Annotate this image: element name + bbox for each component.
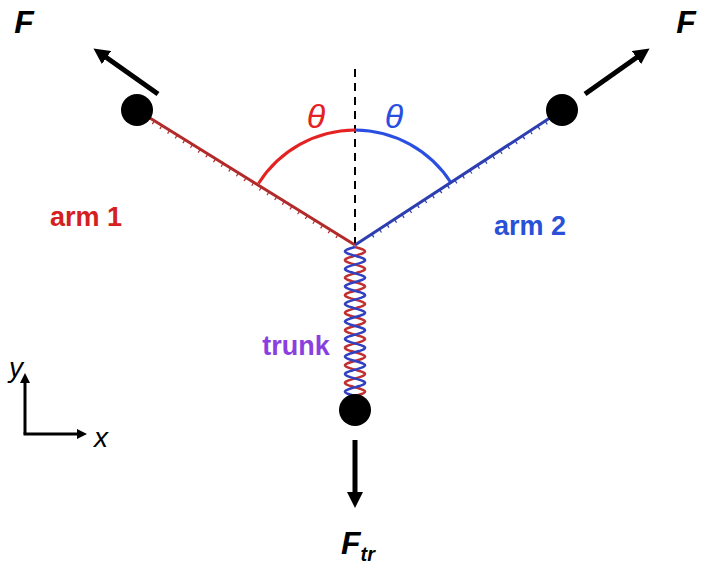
helix-strand bbox=[345, 247, 365, 396]
ruler-tick bbox=[379, 229, 381, 232]
part-label: trunk bbox=[262, 333, 330, 360]
axis-label: x bbox=[94, 424, 108, 452]
ruler-tick bbox=[160, 126, 162, 129]
ruler-tick bbox=[298, 211, 300, 214]
ruler-tick bbox=[282, 201, 284, 204]
ruler-tick bbox=[198, 149, 200, 152]
part-label: arm 2 bbox=[494, 213, 566, 240]
ruler-tick bbox=[440, 190, 442, 193]
ruler-tick bbox=[417, 205, 419, 208]
ruler-tick bbox=[206, 154, 208, 157]
force-label: Ftr bbox=[341, 527, 375, 565]
ruler-tick bbox=[462, 175, 464, 178]
ruler-tick bbox=[336, 235, 338, 238]
mass-dot bbox=[546, 94, 578, 126]
ruler-tick bbox=[191, 144, 193, 147]
ruler-tick bbox=[477, 165, 479, 168]
ruler-tick bbox=[229, 168, 231, 171]
mass-dot bbox=[121, 94, 153, 126]
ruler-tick bbox=[409, 210, 411, 213]
angle-label: θ bbox=[307, 99, 325, 133]
ruler-tick bbox=[236, 173, 238, 176]
ruler-ticks bbox=[152, 121, 547, 238]
ruler-tick bbox=[447, 185, 449, 188]
ruler-tick bbox=[321, 225, 323, 228]
force-label: F bbox=[676, 6, 696, 38]
ruler-tick bbox=[252, 182, 254, 185]
ruler-tick bbox=[275, 197, 277, 200]
ruler-tick bbox=[538, 126, 540, 129]
axis-arrow bbox=[24, 433, 83, 436]
ruler-tick bbox=[523, 136, 525, 139]
ruler-tick bbox=[545, 121, 547, 124]
ruler-tick bbox=[244, 178, 246, 181]
angle-arc bbox=[259, 130, 356, 184]
ruler-tick bbox=[305, 216, 307, 219]
part-label: arm 1 bbox=[50, 204, 122, 231]
ruler-tick bbox=[394, 219, 396, 222]
ruler-tick bbox=[485, 160, 487, 163]
force-arrow bbox=[353, 440, 358, 500]
ruler-tick bbox=[183, 140, 185, 143]
ruler-tick bbox=[455, 180, 457, 183]
mass-dot bbox=[339, 394, 371, 426]
ruler-tick bbox=[402, 214, 404, 217]
ruler-tick bbox=[168, 130, 170, 133]
ruler-tick bbox=[500, 151, 502, 154]
ruler-tick bbox=[372, 234, 374, 237]
ruler-tick bbox=[492, 155, 494, 158]
ruler-tick bbox=[530, 131, 532, 134]
force-arrow bbox=[100, 53, 158, 94]
ruler-tick bbox=[259, 187, 261, 190]
angle-label: θ bbox=[385, 99, 403, 133]
angle-arc bbox=[355, 130, 452, 184]
ruler-tick bbox=[387, 224, 389, 227]
ruler-tick bbox=[152, 121, 154, 124]
ruler-tick bbox=[515, 141, 517, 144]
ruler-tick bbox=[432, 195, 434, 198]
symmetry-axis bbox=[354, 66, 356, 245]
axis-arrow bbox=[24, 378, 27, 434]
ruler-tick bbox=[290, 206, 292, 209]
helix-strand bbox=[345, 247, 365, 396]
ruler-tick bbox=[221, 163, 223, 166]
ruler-tick bbox=[328, 230, 330, 233]
ruler-tick bbox=[214, 159, 216, 162]
ruler-tick bbox=[175, 135, 177, 138]
ruler-tick bbox=[425, 200, 427, 203]
force-label: F bbox=[14, 6, 34, 38]
ruler-tick bbox=[267, 192, 269, 195]
force-arrow bbox=[585, 53, 643, 94]
ruler-tick bbox=[507, 146, 509, 149]
ruler-tick bbox=[470, 170, 472, 173]
axis-label: y bbox=[9, 354, 23, 382]
ruler-tick bbox=[313, 220, 315, 223]
